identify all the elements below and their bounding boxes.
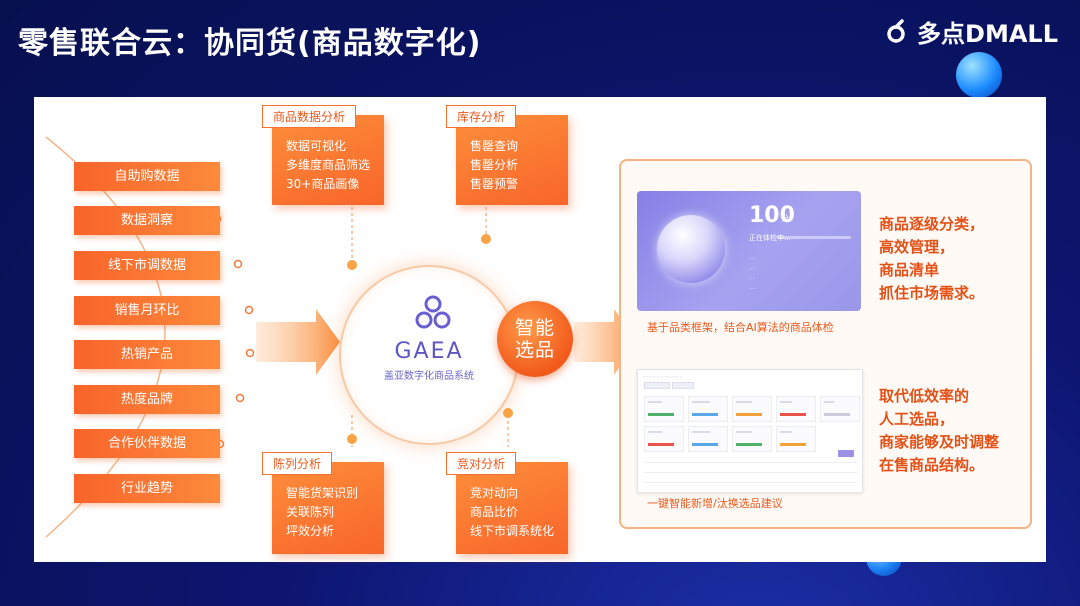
- text-line: 商品清单: [879, 261, 940, 279]
- replacement-text: 取代低效率的 人工选品， 商家能够及时调整 在售商品结构。: [879, 385, 999, 477]
- card-competitor-analysis: 竞对分析 竞对动向 商品比价 线下市调系统化: [446, 452, 568, 554]
- card-title: 陈列分析: [262, 452, 333, 475]
- text-line: 人工选品，: [879, 410, 955, 428]
- mini-search-button: [838, 450, 854, 457]
- text-line: 商品逐级分类，: [879, 215, 985, 233]
- connector-dots: [347, 234, 513, 444]
- brand-logo: 多点DMALL: [885, 14, 1058, 49]
- mini-stat-card: [732, 426, 772, 452]
- card-item: 关联陈列: [286, 505, 335, 519]
- result-box: 100 分 正在体检中... ... ... ... ... 基于品类框架，结合…: [619, 159, 1032, 529]
- source-tag: 销售月环比: [74, 296, 220, 325]
- gaea-system-hub: GAEA 盖亚数字化商品系统: [339, 265, 519, 445]
- card-item: 竞对动向: [470, 486, 519, 500]
- dmall-logo-icon: [887, 18, 905, 43]
- gaea-logo-icon: [415, 295, 451, 329]
- mini-header: · · · · · · · · · · · · · · ·: [644, 374, 681, 379]
- card-item: 智能货架识别: [286, 486, 359, 500]
- check-item: ...: [749, 264, 755, 271]
- mini-table-row: [644, 472, 858, 473]
- text-line: 商家能够及时调整: [879, 433, 1000, 451]
- diagram-panel: 自助购数据 数据洞察 线下市调数据 销售月环比 热销产品 热度品牌 合作伙伴数据…: [34, 97, 1046, 562]
- check-item: ...: [749, 274, 755, 281]
- check-item: ...: [749, 254, 755, 261]
- gaea-name: GAEA: [394, 339, 464, 364]
- card-inventory-analysis: 库存分析 售罄查询 售罄分析 售罄预警: [446, 105, 568, 205]
- text-line: 取代低效率的: [879, 387, 970, 405]
- card-item: 售罄分析: [470, 158, 519, 172]
- card-item: 线下市调系统化: [470, 524, 555, 538]
- mini-stat-card: [688, 396, 728, 422]
- mini-stat-card: [644, 426, 684, 452]
- source-tag: 行业趋势: [74, 474, 220, 503]
- score-status: 正在体检中...: [749, 234, 791, 242]
- selection-suggestion-screenshot: · · · · · · · · · · · · · · ·: [637, 369, 863, 493]
- mini-stat-card: [688, 426, 728, 452]
- card-title: 商品数据分析: [262, 105, 357, 128]
- card-product-analysis: 商品数据分析 数据可视化 多维度商品筛选 30+商品画像: [262, 105, 384, 205]
- mini-stat-card: [732, 396, 772, 422]
- source-tag: 线下市调数据: [74, 251, 220, 280]
- card-item: 多维度商品筛选: [286, 158, 371, 172]
- text-line: 在售商品结构。: [879, 456, 985, 474]
- source-tag: 自助购数据: [74, 162, 220, 191]
- mini-stat-card: [820, 396, 860, 422]
- source-tag: 热销产品: [74, 340, 220, 369]
- text-line: 抓住市场需求。: [879, 284, 985, 302]
- mini-stat-card: [644, 396, 684, 422]
- mini-stat-card: [776, 396, 816, 422]
- badge-line: 智能: [514, 317, 555, 339]
- card-item: 30+商品画像: [286, 177, 360, 191]
- decorative-sphere: [956, 52, 1002, 98]
- check-item: ...: [749, 284, 755, 291]
- brand-text: 多点DMALL: [917, 20, 1058, 48]
- checkup-orb: [657, 215, 725, 283]
- badge-line: 选品: [514, 339, 555, 361]
- card-item: 售罄查询: [470, 139, 519, 153]
- source-tag: 数据洞察: [74, 206, 220, 235]
- mini-tab: [644, 382, 670, 389]
- score-check-list: ... ... ... ...: [749, 253, 755, 293]
- score-progress-track: [777, 236, 851, 239]
- card-display-analysis: 陈列分析 智能货架识别 关联陈列 坪效分析: [262, 452, 384, 554]
- mini-table-row: [644, 462, 858, 463]
- mini-tab: [672, 382, 694, 389]
- score-value: 100: [749, 203, 795, 228]
- source-tag: 热度品牌: [74, 385, 220, 414]
- card-item: 售罄预警: [470, 177, 519, 191]
- gaea-subtitle: 盖亚数字化商品系统: [384, 371, 474, 382]
- text-line: 高效管理，: [879, 238, 955, 256]
- suggestion-caption: 一键智能新增/汰换选品建议: [647, 497, 783, 510]
- card-title: 竞对分析: [446, 452, 517, 475]
- card-item: 坪效分析: [286, 524, 335, 538]
- card-item: 商品比价: [470, 505, 519, 519]
- slide-title: 零售联合云：协同货(商品数字化): [18, 26, 482, 61]
- mini-table-row: [644, 482, 858, 483]
- input-arrow: [256, 309, 340, 375]
- card-item: 数据可视化: [286, 139, 347, 153]
- card-title: 库存分析: [446, 105, 517, 128]
- checkup-caption: 基于品类框架，结合AI算法的商品体检: [647, 321, 834, 334]
- mini-stat-card: [776, 426, 816, 452]
- score-unit: 分: [781, 214, 789, 223]
- product-checkup-card: 100 分 正在体检中... ... ... ... ...: [637, 191, 861, 311]
- smart-selection-badge: 智能 选品: [497, 301, 573, 377]
- classification-text: 商品逐级分类， 高效管理， 商品清单 抓住市场需求。: [879, 213, 984, 305]
- source-tag: 合作伙伴数据: [74, 429, 220, 458]
